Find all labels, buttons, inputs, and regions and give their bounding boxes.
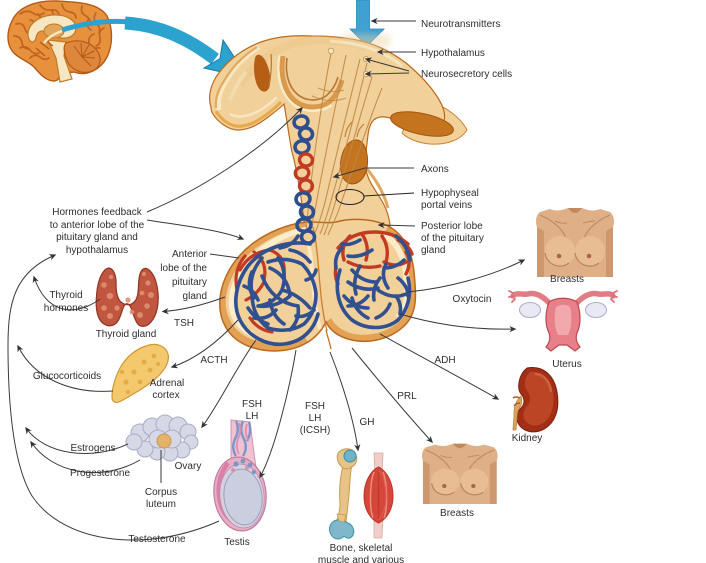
svg-text:ACTH: ACTH: [200, 355, 227, 366]
svg-text:pituitary: pituitary: [172, 277, 207, 288]
svg-text:Posterior lobe: Posterior lobe: [421, 221, 483, 232]
svg-text:pituitary gland and: pituitary gland and: [56, 232, 138, 243]
svg-text:Adrenal: Adrenal: [150, 378, 184, 389]
svg-text:Hypothalamus: Hypothalamus: [421, 48, 485, 59]
svg-text:Uterus: Uterus: [552, 359, 581, 370]
svg-text:Thyroid: Thyroid: [49, 290, 82, 301]
svg-text:LH: LH: [309, 413, 322, 424]
svg-text:Testosterone: Testosterone: [128, 534, 186, 545]
svg-text:Neurotransmitters: Neurotransmitters: [421, 19, 500, 30]
svg-text:Kidney: Kidney: [512, 433, 543, 444]
svg-text:lobe of the: lobe of the: [160, 263, 207, 274]
svg-text:hormones: hormones: [44, 303, 88, 314]
svg-text:PRL: PRL: [397, 391, 417, 402]
svg-text:Thyroid gland: Thyroid gland: [96, 329, 157, 340]
svg-text:Hormones feedback: Hormones feedback: [52, 207, 142, 218]
svg-text:(ICSH): (ICSH): [300, 425, 331, 436]
svg-text:Anterior: Anterior: [172, 249, 208, 260]
svg-text:Breasts: Breasts: [550, 274, 584, 285]
svg-text:LH: LH: [246, 411, 259, 422]
svg-text:Breasts: Breasts: [440, 508, 474, 519]
svg-text:of the pituitary: of the pituitary: [421, 233, 484, 244]
svg-text:gland: gland: [183, 291, 207, 302]
svg-text:muscle and various: muscle and various: [318, 555, 404, 563]
svg-text:luteum: luteum: [146, 499, 176, 510]
svg-text:Progesterone: Progesterone: [70, 468, 130, 479]
svg-text:ADH: ADH: [434, 355, 455, 366]
svg-text:Corpus: Corpus: [145, 487, 177, 498]
svg-text:GH: GH: [360, 417, 375, 428]
svg-text:portal veins: portal veins: [421, 200, 472, 211]
svg-text:Axons: Axons: [421, 164, 449, 175]
svg-text:to anterior lobe of the: to anterior lobe of the: [50, 220, 145, 231]
svg-text:gland: gland: [421, 245, 445, 256]
svg-text:Oxytocin: Oxytocin: [453, 294, 492, 305]
svg-text:FSH: FSH: [242, 399, 262, 410]
svg-text:Glucocorticoids: Glucocorticoids: [33, 371, 101, 382]
svg-text:Estrogens: Estrogens: [70, 443, 115, 454]
svg-text:FSH: FSH: [305, 401, 325, 412]
svg-text:cortex: cortex: [152, 390, 179, 401]
svg-text:Testis: Testis: [224, 537, 250, 548]
svg-text:hypothalamus: hypothalamus: [66, 245, 128, 256]
svg-text:Neurosecretory cells: Neurosecretory cells: [421, 69, 512, 80]
svg-text:Ovary: Ovary: [175, 461, 202, 472]
svg-text:TSH: TSH: [174, 318, 194, 329]
svg-text:Bone, skeletal: Bone, skeletal: [330, 543, 393, 554]
svg-text:Hypophyseal: Hypophyseal: [421, 188, 479, 199]
